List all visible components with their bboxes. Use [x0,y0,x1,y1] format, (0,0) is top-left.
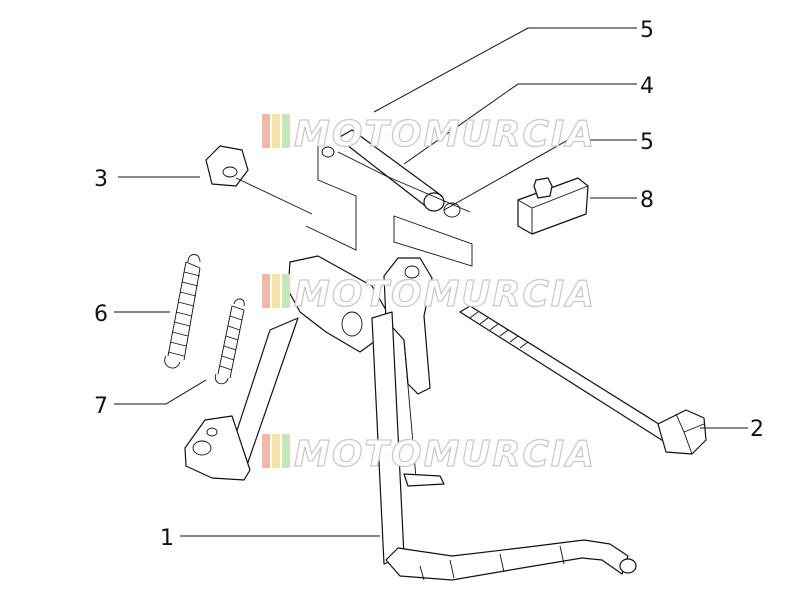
part-2-bolt [459,305,707,455]
watermark-text: MOTOMURCIA [294,434,596,475]
callout-8: 8 [640,188,654,213]
watermark-middle: MOTOMURCIA [262,273,596,316]
watermark-bottom: MOTOMURCIA [262,433,596,476]
callout-6: 6 [94,302,108,327]
watermark-text: MOTOMURCIA [294,114,596,155]
watermark-top: MOTOMURCIA [262,113,596,156]
callout-7: 7 [94,394,108,419]
callout-4: 4 [640,74,654,99]
part-3-nut [205,145,249,187]
part-1-main-stand [184,255,637,581]
callout-2: 2 [750,417,764,442]
part-7-spring [214,298,245,385]
callout-5-top: 5 [640,18,654,43]
part-6-spring [164,254,201,369]
leader-lines [114,27,748,537]
callout-1: 1 [160,526,174,551]
callout-5-bottom: 5 [640,130,654,155]
callout-3: 3 [94,167,108,192]
part-8-stopper [517,177,589,235]
watermark-text: MOTOMURCIA [294,274,596,315]
